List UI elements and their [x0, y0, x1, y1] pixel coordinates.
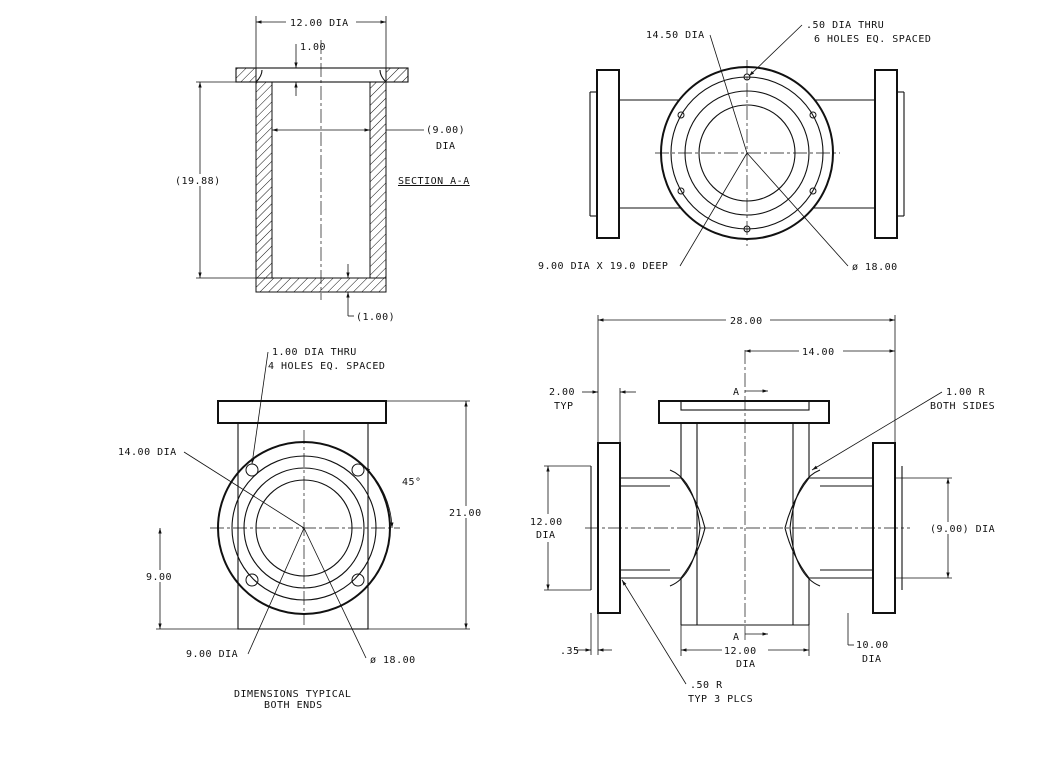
front-gap: .35 [560, 646, 580, 657]
dim-bore: (9.00) [426, 125, 465, 136]
front-bottom-od: 12.00 [724, 646, 757, 657]
dim-bottom-thk: (1.00) [356, 312, 395, 323]
front-half: 14.00 [802, 347, 835, 358]
dim-top-dia: 12.00 DIA [290, 18, 349, 29]
side-holes-1: .50 DIA THRU [806, 20, 884, 31]
end-half: 9.00 [146, 572, 172, 583]
end-height: 21.00 [449, 508, 482, 519]
dim-bore-suffix: DIA [436, 141, 456, 152]
front-flange-thk: 2.00 [549, 387, 575, 398]
side-holes-2: 6 HOLES EQ. SPACED [814, 34, 931, 45]
front-end-od: 10.00 [856, 640, 889, 651]
end-note-1: DIMENSIONS TYPICAL [234, 689, 351, 700]
end-holes-2: 4 HOLES EQ. SPACED [268, 361, 385, 372]
end-bore: 9.00 DIA [186, 649, 238, 660]
front-pipe-od-suffix: DIA [536, 530, 556, 541]
front-radius: 1.00 R [946, 387, 986, 398]
front-overall: 28.00 [730, 316, 763, 327]
section-view: 12.00 DIA 1.00 (19.88) (9.00) DIA SECTIO… [172, 16, 470, 323]
section-marker-top: A [733, 387, 740, 398]
front-end-od-suffix: DIA [862, 654, 882, 665]
dim-flange-thk: 1.00 [300, 42, 326, 53]
flange-left-hatch [235, 67, 257, 83]
dim-height: (19.88) [175, 176, 221, 187]
wall-right [369, 81, 387, 279]
front-fillet: .50 R [690, 680, 723, 691]
front-view: 28.00 14.00 2.00 TYP A A 1.00 R BOTH SID… [527, 314, 1000, 705]
wall-left [255, 81, 273, 279]
end-note-2: BOTH ENDS [264, 700, 323, 711]
side-bc-dia: 14.50 DIA [646, 30, 705, 41]
end-od: ø 18.00 [370, 655, 416, 666]
end-bc-dia: 14.00 DIA [118, 447, 177, 458]
front-bottom-od-suffix: DIA [736, 659, 756, 670]
end-view: 1.00 DIA THRU 4 HOLES EQ. SPACED 14.00 D… [118, 347, 486, 711]
front-fillet-note: TYP 3 PLCS [688, 694, 753, 705]
section-label: SECTION A-A [398, 176, 470, 187]
front-flange-typ: TYP [554, 401, 574, 412]
side-view: 14.50 DIA .50 DIA THRU 6 HOLES EQ. SPACE… [538, 20, 931, 273]
front-radius-note: BOTH SIDES [930, 401, 995, 412]
side-od: ø 18.00 [852, 262, 898, 273]
side-bore: 9.00 DIA X 19.0 DEEP [538, 261, 668, 272]
front-pipe-od: 12.00 [530, 517, 563, 528]
front-bore: (9.00) DIA [930, 524, 995, 535]
flange-right-hatch [385, 67, 409, 83]
end-holes-1: 1.00 DIA THRU [272, 347, 357, 358]
end-angle: 45° [402, 477, 422, 488]
section-marker-bottom: A [733, 632, 740, 643]
